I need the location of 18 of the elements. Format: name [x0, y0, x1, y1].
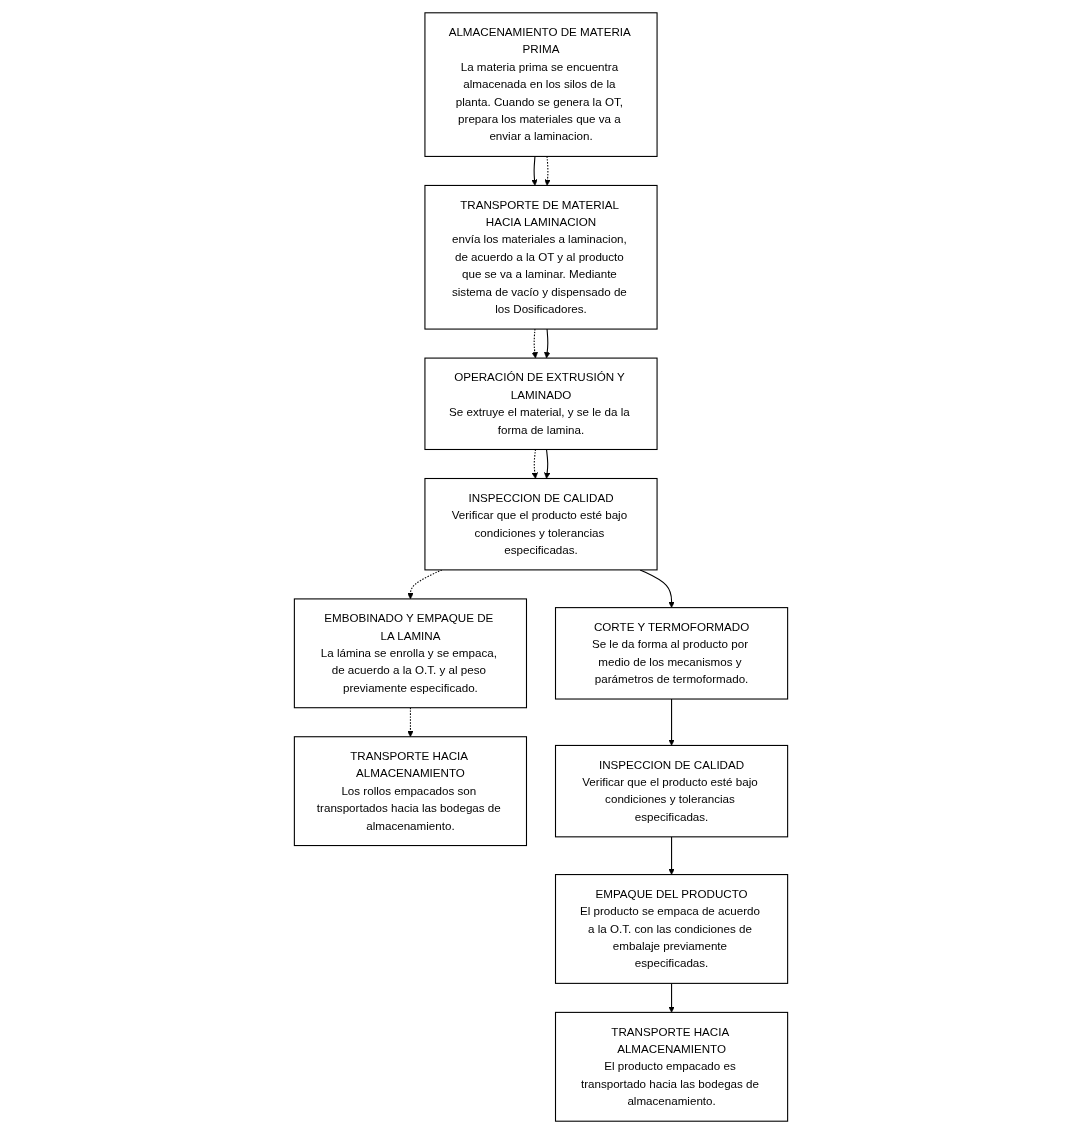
node-box: TRANSPORTE HACIA ALMACENAMIENTO El producto empacado es transportado hacia las bodegas de almacenamiento. — [554, 1011, 789, 1122]
node-box: TRANSPORTE DE MATERIAL HACIA LAMINACION envía los materiales a laminacion, de acuerdo a la OT y al producto que se va a laminar. Mediante sistema de vacío y dispensado de los Dosificadores. — [424, 184, 658, 330]
node-box: OPERACIÓN DE EXTRUSIÓN Y LAMINADO Se extruye el material, y se le da la forma de lamina. — [424, 357, 658, 451]
node-box: CORTE Y TERMOFORMADO Se le da forma al producto por medio de los mecanismos y parámetros de termoformado. — [554, 607, 789, 700]
node-box: EMPAQUE DEL PRODUCTO El producto se empaca de acuerdo a la O.T. con las condiciones de embalaje previamente especificadas. — [554, 874, 789, 984]
arrow — [668, 982, 675, 1013]
arrow — [639, 569, 675, 608]
arrow — [544, 448, 551, 479]
node-box: ALMACENAMIENTO DE MATERIA PRIMA La materia prima se encuentra almacenada en los silos de la planta. Cuando se genera la OT, prepara los materiales que va a enviar a laminacion. — [424, 12, 658, 157]
node-box: INSPECCION DE CALIDAD Verificar que el producto esté bajo condiciones y tolerancias especificadas. — [424, 477, 658, 571]
arrow — [407, 707, 414, 738]
node-box: EMBOBINADO Y EMPAQUE DE LA LAMINA La lámina se enrolla y se empaca, de acuerdo a la O.T. y al peso previamente especificado. — [293, 598, 528, 709]
node-box: INSPECCION DE CALIDAD Verificar que el producto esté bajo condiciones y tolerancias especificadas. — [554, 744, 789, 838]
arrow — [668, 698, 675, 746]
arrow — [544, 328, 551, 359]
arrow — [668, 836, 675, 875]
arrow — [531, 155, 538, 186]
node-box: TRANSPORTE HACIA ALMACENAMIENTO Los rollos empacados son transportados hacia las bodegas de almacenamiento. — [293, 736, 528, 847]
